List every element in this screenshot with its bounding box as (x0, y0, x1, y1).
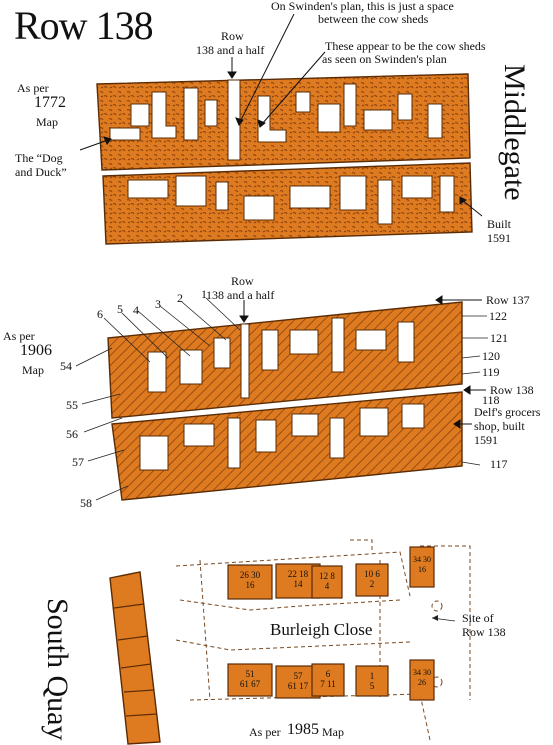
swinden-note-l2: between the cow sheds (318, 12, 429, 26)
house-right-1 (409, 546, 435, 588)
as-per-1985: As per (249, 725, 281, 739)
plot-number-top-4: 4 (133, 303, 139, 317)
row-137-label: Row 137 (486, 293, 530, 307)
cowsheds-note-l2: as seen on Swinden's plan (322, 52, 447, 66)
plot-number-54: 54 (60, 359, 72, 373)
house-number-bottom-1: 51 61 67 (239, 669, 261, 689)
delf-l2: shop, built (474, 419, 525, 433)
map-1906-label: Map (22, 363, 44, 377)
south-quay-buildings (109, 571, 161, 745)
plot-number-121: 121 (490, 331, 508, 345)
map-1906 (75, 297, 488, 501)
house-bottom-4 (355, 665, 389, 697)
delf-l1: Delf's grocers (474, 405, 541, 419)
cowsheds-note-l1: These appear to be the cow sheds (325, 39, 486, 53)
plot-number-120: 120 (482, 349, 500, 363)
plot-number-117: 117 (490, 457, 508, 471)
house-number-bottom-4: 1 5 (369, 671, 375, 691)
house-number-right-2: 34 30 26 (413, 668, 431, 687)
dog-duck-l1: The “Dog (15, 151, 63, 165)
plot-number-119: 119 (482, 365, 500, 379)
site-row-138-l2: Row 138 (462, 625, 506, 639)
house-number-top-3: 12 8 4 (319, 571, 335, 591)
house-right-2 (409, 659, 435, 701)
street-south-quay: South Quay (41, 598, 74, 741)
plot-number-top-5: 5 (117, 302, 123, 316)
house-number-bottom-3: 6 7 11 (320, 669, 336, 689)
built-l1: Built (487, 217, 512, 231)
house-bottom-3 (311, 663, 345, 697)
dog-duck-l2: and Duck” (15, 165, 67, 179)
built-l2: 1591 (487, 231, 511, 245)
house-number-right-1: 34 30 16 (413, 555, 431, 574)
year-1772: 1772 (34, 94, 66, 111)
year-1985: 1985 (287, 721, 319, 738)
row-half-1772-l2: 138 and a half (196, 43, 265, 57)
plot-number-56: 56 (66, 427, 78, 441)
block-1772-south (102, 162, 473, 245)
row-138-label: Row 138 (490, 383, 534, 397)
site-row-138-l1: Site of (462, 611, 494, 625)
as-per-1906: As per (3, 329, 35, 343)
as-per-1772: As per (17, 81, 49, 95)
plot-number-top-1: 1 (201, 287, 207, 301)
house-top-4 (355, 563, 389, 597)
house-top-3 (311, 565, 343, 599)
plot-number-118: 118 (482, 393, 500, 407)
house-top-1 (227, 564, 273, 600)
burleigh-close-label: Burleigh Close (270, 620, 373, 639)
map-1772-label: Map (36, 115, 58, 129)
house-bottom-1 (227, 663, 273, 697)
house-number-top-1: 26 30 16 (239, 570, 261, 590)
house-number-bottom-2: 57 61 17 (287, 671, 309, 691)
swinden-note-l1: On Swinden's plan, this is just a space (271, 0, 454, 13)
row-half-1906-l2: 138 and a half (206, 288, 275, 302)
row-half-1906-l1: Row (231, 274, 254, 288)
plot-number-top-3: 3 (155, 297, 161, 311)
plot-number-58: 58 (80, 496, 92, 510)
delf-l3: 1591 (474, 433, 498, 447)
house-number-top-2: 22 18 14 (287, 569, 309, 589)
house-number-top-4: 10 6 2 (364, 569, 380, 589)
row-half-1772-l1: Row (221, 29, 244, 43)
plot-number-55: 55 (66, 398, 78, 412)
street-middlegate: Middlegate (498, 64, 531, 201)
plot-number-top-6: 6 (97, 307, 103, 321)
plot-number-57: 57 (72, 455, 84, 469)
map-1985 (109, 539, 471, 745)
map-1985-label: Map (322, 725, 344, 739)
page-title: Row 138 (14, 3, 154, 48)
plot-number-top-2: 2 (177, 291, 183, 305)
map-1772 (96, 73, 473, 245)
year-1906: 1906 (20, 342, 52, 359)
plot-number-122: 122 (489, 309, 507, 323)
